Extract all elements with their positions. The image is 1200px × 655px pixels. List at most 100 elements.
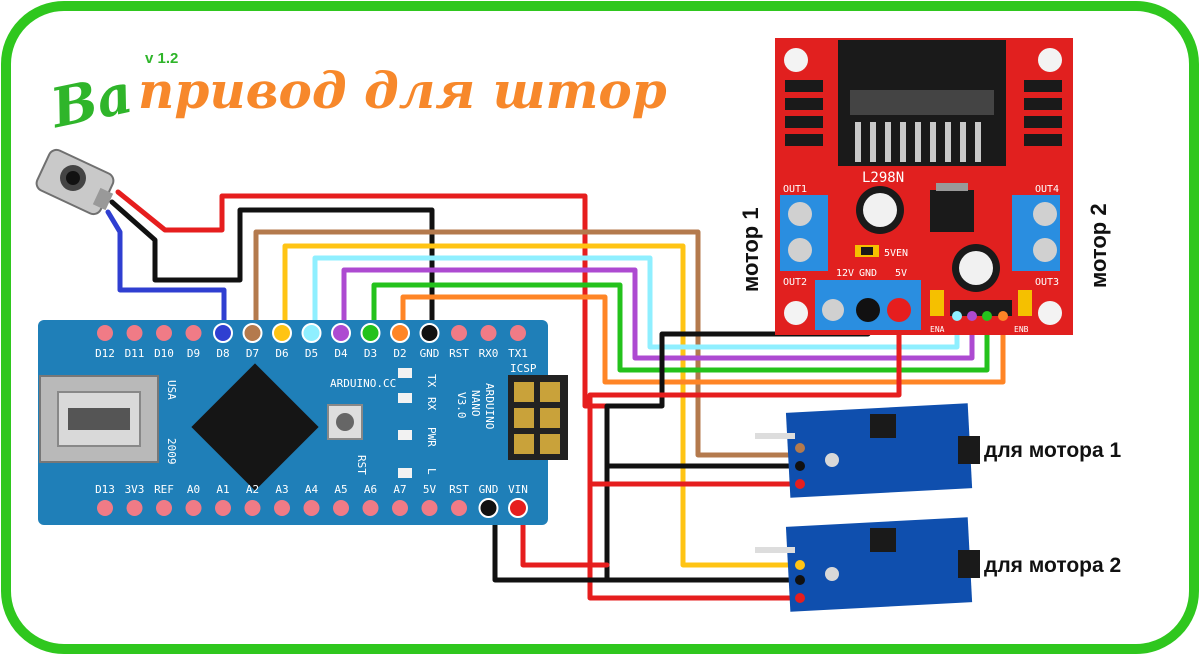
bottom-pin-label: A5 bbox=[334, 483, 347, 496]
bottom-pin-ref bbox=[156, 500, 172, 516]
sensor-module-1 bbox=[755, 403, 980, 498]
led-pwr-label: PWR bbox=[425, 427, 438, 447]
model-line-1: ARDUINO bbox=[483, 383, 496, 429]
out4-label: OUT4 bbox=[1035, 184, 1059, 195]
led-rx-label: RX bbox=[425, 397, 438, 411]
top-pin-label: RST bbox=[449, 347, 469, 360]
arduino-nano: TX RX PWR L RST USA 2009 ARDUINO.CC ARDU… bbox=[38, 320, 568, 525]
enb-label: ENB bbox=[1014, 325, 1029, 334]
year-label: 2009 bbox=[165, 438, 178, 465]
top-pin-d12 bbox=[97, 325, 113, 341]
top-pin-rx0 bbox=[480, 325, 497, 341]
usa-label: USA bbox=[165, 380, 178, 400]
bottom-pin-3v3 bbox=[126, 500, 143, 516]
page-title: привод для штор bbox=[138, 61, 667, 120]
bottom-pin-label: A7 bbox=[393, 483, 406, 496]
top-pin-d8 bbox=[213, 323, 233, 343]
bottom-pin-label: A1 bbox=[216, 483, 229, 496]
wire-ir-gnd bbox=[109, 199, 435, 333]
top-pin-d11 bbox=[126, 325, 143, 341]
bottom-pin-a7 bbox=[392, 500, 408, 516]
mcu-chip bbox=[191, 363, 319, 491]
bottom-pin-label: REF bbox=[154, 483, 174, 496]
top-pin-rst bbox=[451, 325, 467, 341]
bottom-pin-label: 5V bbox=[423, 483, 437, 496]
top-pin-label: TX1 bbox=[508, 347, 528, 360]
bottom-pin-vin bbox=[508, 498, 528, 518]
driver-5v-terminal bbox=[887, 298, 911, 322]
wire-d2-in4 bbox=[400, 294, 1006, 385]
bottom-pin-a4 bbox=[303, 500, 320, 516]
top-pin-label: D9 bbox=[187, 347, 200, 360]
wire-5v-driver bbox=[587, 309, 902, 601]
wire-nano-gnd bbox=[492, 505, 610, 583]
model-line-2: NANO bbox=[469, 390, 482, 417]
top-pin-d2 bbox=[390, 323, 410, 343]
wire-d4-in2 bbox=[341, 267, 975, 361]
bottom-pin-a3 bbox=[274, 500, 290, 516]
top-pin-label: D12 bbox=[95, 347, 115, 360]
icsp-label: ICSP bbox=[510, 362, 537, 375]
led-tx-label: TX bbox=[425, 374, 438, 388]
sensor-module-2 bbox=[755, 517, 980, 612]
bottom-pin-label: 3V3 bbox=[125, 483, 145, 496]
bottom-pin-label: GND bbox=[479, 483, 499, 496]
out2-label: OUT2 bbox=[783, 277, 807, 288]
bottom-pin-label: A4 bbox=[305, 483, 319, 496]
top-pin-label: D7 bbox=[246, 347, 259, 360]
sensor-2-label: для мотора 2 bbox=[984, 554, 1121, 577]
top-pin-label: D6 bbox=[275, 347, 288, 360]
bottom-pin-5v bbox=[421, 500, 438, 516]
bottom-pin-label: A0 bbox=[187, 483, 200, 496]
bottom-pin-label: D13 bbox=[95, 483, 115, 496]
version-label: v 1.2 bbox=[145, 50, 178, 67]
regulator bbox=[930, 190, 974, 232]
top-pin-label: D4 bbox=[334, 347, 348, 360]
v5-label: 5V bbox=[895, 268, 907, 279]
top-pin-label: RX0 bbox=[479, 347, 499, 360]
top-pin-d9 bbox=[185, 325, 202, 341]
top-pin-d7 bbox=[242, 323, 263, 343]
nano-top-pins: D12 D11 D10 D9 D8 D7 D6 D5 D4 D3 D2 GND RST RX0 TX1 bbox=[95, 323, 528, 360]
top-pin-label: D3 bbox=[364, 347, 377, 360]
top-pin-gnd bbox=[419, 323, 440, 343]
wire-ir-signal bbox=[105, 209, 227, 333]
top-pin-label: D8 bbox=[216, 347, 229, 360]
wire-d5-in1 bbox=[312, 255, 960, 350]
led-l-label: L bbox=[425, 468, 438, 475]
top-pin-d5 bbox=[301, 323, 322, 343]
bottom-pin-a5 bbox=[333, 500, 349, 516]
wire-d7-sensor1 bbox=[253, 229, 803, 458]
out3-label: OUT3 bbox=[1035, 277, 1059, 288]
ena-label: ENA bbox=[930, 325, 945, 334]
bottom-pin-a6 bbox=[362, 500, 379, 516]
bottom-pin-label: A3 bbox=[275, 483, 288, 496]
input-header bbox=[950, 300, 1012, 316]
wire-nano-vin bbox=[520, 505, 610, 568]
bottom-pin-a0 bbox=[185, 500, 202, 516]
top-pin-label: GND bbox=[420, 347, 440, 360]
bottom-pin-a2 bbox=[244, 500, 261, 516]
motor-1-label: мотор 1 bbox=[738, 207, 763, 292]
sven-label: 5VEN bbox=[884, 248, 908, 259]
top-pin-label: D5 bbox=[305, 347, 318, 360]
l298n-driver: L298N 5VEN OUT1 OUT2 OUT3 OUT4 12V GND bbox=[775, 38, 1073, 335]
v12-label: 12V bbox=[836, 268, 854, 279]
top-pin-d4 bbox=[331, 323, 351, 343]
top-pin-tx1 bbox=[510, 325, 526, 341]
top-pin-label: D11 bbox=[125, 347, 145, 360]
out1-label: OUT1 bbox=[783, 184, 807, 195]
top-pin-label: D2 bbox=[393, 347, 406, 360]
bottom-pin-rst bbox=[451, 500, 467, 516]
top-pin-d3 bbox=[360, 323, 381, 343]
sensor-1-label: для мотора 1 bbox=[984, 439, 1121, 462]
top-pin-label: D10 bbox=[154, 347, 174, 360]
driver-gnd-terminal bbox=[856, 298, 880, 322]
model-line-3: V3.0 bbox=[455, 392, 468, 419]
bottom-pin-a1 bbox=[215, 500, 231, 516]
reset-label: RST bbox=[355, 455, 368, 475]
bottom-pin-gnd bbox=[478, 498, 499, 518]
wires bbox=[105, 189, 1006, 601]
